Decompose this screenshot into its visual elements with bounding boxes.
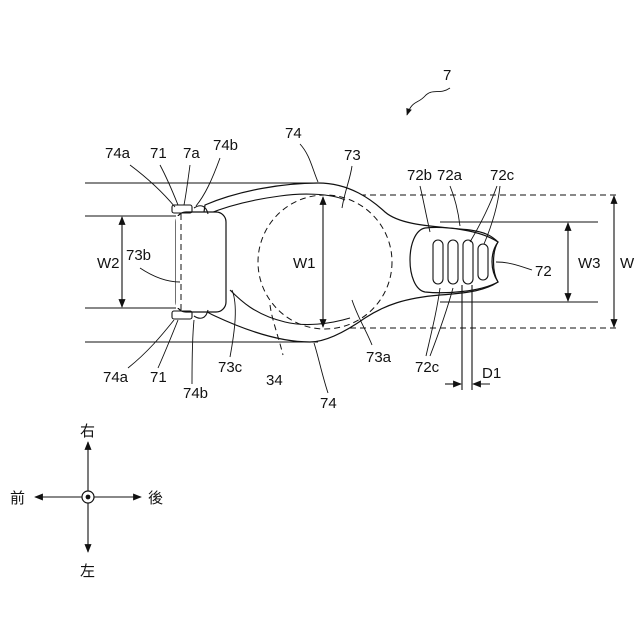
label-72a: 72a (437, 167, 463, 184)
label-72: 72 (535, 263, 552, 280)
label-74-bot: 74 (320, 395, 337, 412)
leader-74b-top (196, 158, 220, 206)
direction-right: 右 (80, 422, 95, 440)
label-34: 34 (266, 372, 283, 389)
leader-73b (140, 268, 180, 282)
label-72c-top: 72c (490, 167, 515, 184)
leader-72a (450, 186, 460, 226)
clip-inner-cover (176, 216, 184, 308)
label-d1: D1 (482, 365, 501, 382)
label-72b: 72b (407, 167, 432, 184)
leader-7a (184, 165, 190, 205)
label-71-bot: 71 (150, 369, 167, 386)
direction-front: 前 (10, 489, 25, 507)
heel-cap (410, 228, 498, 293)
label-74b-top: 74b (213, 137, 238, 154)
label-72c-bot: 72c (415, 359, 440, 376)
dim-w2: W2 (97, 255, 120, 272)
label-74a-bot: 74a (103, 369, 129, 386)
label-74a-top: 74a (105, 145, 131, 162)
label-73c: 73c (218, 359, 243, 376)
direction-left: 左 (80, 562, 95, 580)
leader-74-top (300, 144, 318, 182)
dim-w: W (620, 255, 635, 272)
label-73a: 73a (366, 349, 392, 366)
label-73b: 73b (126, 247, 151, 264)
leader-71-top (160, 165, 178, 205)
dim-w1: W1 (293, 255, 316, 272)
label-73: 73 (344, 147, 361, 164)
leader-74a-bot (128, 320, 174, 368)
label-74b-bot: 74b (183, 385, 208, 402)
leader-74-bot (314, 343, 328, 393)
leader-72 (496, 262, 532, 270)
leader-74b-bot (192, 320, 194, 384)
dim-w3: W3 (578, 255, 601, 272)
label-71-top: 71 (150, 145, 167, 162)
label-7a: 7a (183, 145, 200, 162)
direction-back: 後 (148, 489, 163, 507)
leader-72c-bot-a (426, 288, 440, 356)
figure-leader (407, 88, 450, 115)
direction-center-dot (86, 495, 91, 500)
label-74-top: 74 (285, 125, 302, 142)
leader-74a-top (130, 165, 175, 207)
figure-number: 7 (443, 67, 451, 84)
